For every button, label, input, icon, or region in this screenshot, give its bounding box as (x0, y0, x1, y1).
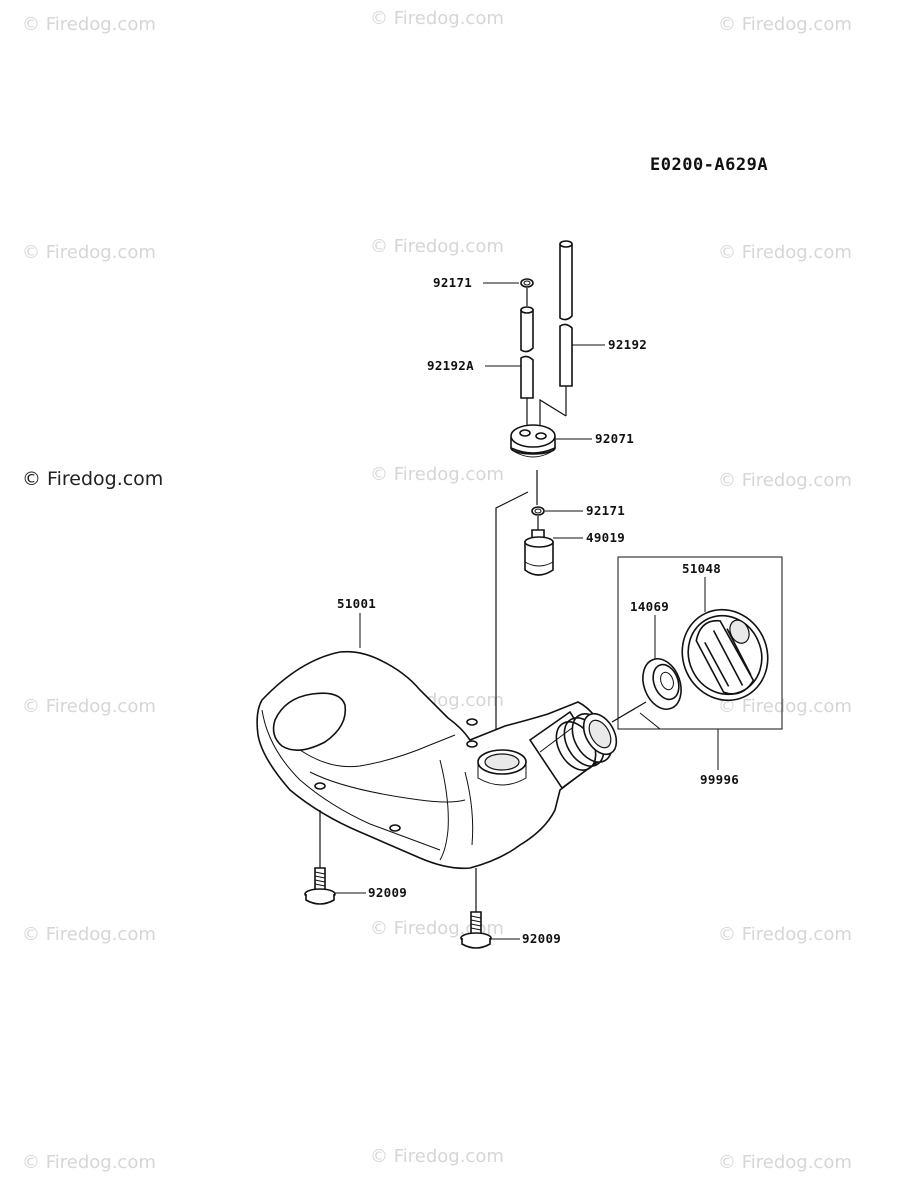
diagram-code: E0200-A629A (650, 155, 768, 175)
fuel-filter-49019 (524, 516, 554, 576)
part-label-14069: 14069 (630, 599, 669, 614)
part-label-51048: 51048 (682, 561, 721, 576)
watermarks: © Firedog.com © Firedog.com © Firedog.co… (22, 8, 852, 1173)
assembly-line (539, 398, 567, 428)
watermark: © Firedog.com (370, 1146, 504, 1167)
gasket-14069 (642, 658, 682, 710)
assembly-line (639, 712, 661, 730)
part-label-92009-left: 92009 (368, 885, 407, 900)
part-label-99996: 99996 (700, 772, 739, 787)
grommet-92071 (510, 424, 556, 458)
watermark: © Firedog.com (370, 8, 504, 29)
tank-threaded-neck (555, 712, 618, 771)
part-label-92192a: 92192A (427, 358, 474, 373)
fuel-tank-51001 (256, 650, 618, 870)
watermark: © Firedog.com (370, 236, 504, 257)
assembly-line (495, 491, 529, 748)
watermark: © Firedog.com (22, 242, 156, 263)
watermark: © Firedog.com (718, 696, 852, 717)
part-label-92071: 92071 (595, 431, 634, 446)
part-label-51001: 51001 (337, 596, 376, 611)
watermark: © Firedog.com (22, 696, 156, 717)
watermark: © Firedog.com (370, 464, 504, 485)
watermark: © Firedog.com (718, 14, 852, 35)
cap-assembly-box (617, 556, 783, 730)
bolt-92009-left (304, 867, 336, 905)
part-label-49019: 49019 (586, 530, 625, 545)
watermark: © Firedog.com (718, 242, 852, 263)
fuel-cap-51048 (681, 608, 769, 702)
watermark: © Firedog.com (22, 924, 156, 945)
watermark: © Firedog.com (22, 468, 163, 490)
part-label-92192: 92192 (608, 337, 647, 352)
part-label-92009-bottom: 92009 (522, 931, 561, 946)
watermark: © Firedog.com (22, 14, 156, 35)
assembly-line (611, 701, 647, 723)
o-ring-92171-mid (531, 506, 545, 516)
o-ring-92171-top (520, 278, 534, 288)
watermark: © Firedog.com (22, 1152, 156, 1173)
watermark: © Firedog.com (718, 924, 852, 945)
part-label-92171-mid: 92171 (586, 503, 625, 518)
bolt-92009-bottom (460, 911, 492, 949)
watermark: © Firedog.com (718, 1152, 852, 1173)
watermark: © Firedog.com (718, 470, 852, 491)
part-label-92171-top: 92171 (433, 275, 472, 290)
fuel-tube-92192 (559, 240, 573, 416)
fuel-tube-92192a (520, 288, 534, 425)
